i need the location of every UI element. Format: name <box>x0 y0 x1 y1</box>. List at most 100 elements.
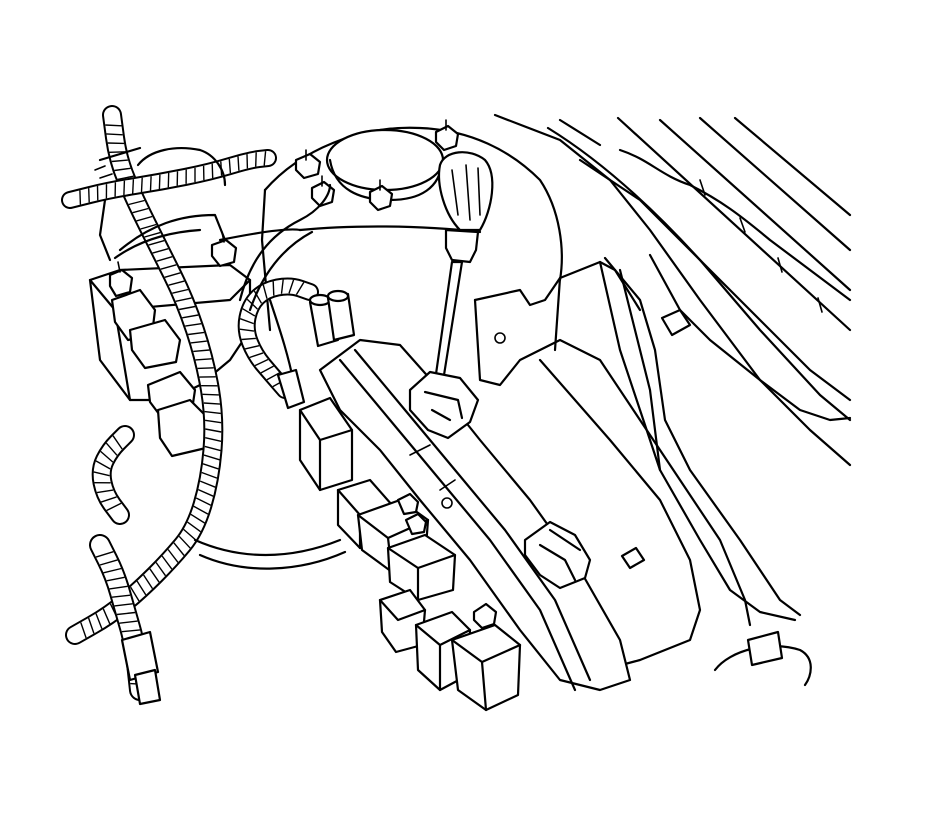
capacitor-2 <box>326 289 356 342</box>
harness-rib <box>193 505 209 515</box>
harness-rib <box>263 151 267 166</box>
harness-rib <box>109 585 128 590</box>
harness-rib <box>95 551 114 558</box>
harness-rib <box>152 248 169 254</box>
harness-rib <box>201 471 218 479</box>
harness-rib <box>105 124 122 127</box>
harness-rib <box>239 328 255 332</box>
harness-rib <box>272 281 275 296</box>
harness-rib <box>100 450 114 463</box>
harness-rib <box>155 562 167 577</box>
harness-rib <box>99 559 118 566</box>
relay-cluster <box>298 396 522 712</box>
lower-hose-coupler <box>120 630 160 682</box>
harness-rib <box>202 463 219 470</box>
harness-rib <box>254 358 269 367</box>
harness-rib <box>178 535 191 549</box>
harness-rib <box>241 337 256 341</box>
harness-rib <box>185 323 202 327</box>
harness-rib <box>156 256 173 262</box>
block-fastener-hole <box>441 497 453 509</box>
harness-rib <box>106 502 122 512</box>
reservoir-cap <box>713 630 812 687</box>
harness-rib <box>168 280 185 286</box>
harness-rib <box>262 284 268 299</box>
harness-rib <box>205 437 222 442</box>
harness-rib <box>106 133 123 136</box>
harness-rib <box>121 629 141 633</box>
harness-rib <box>144 231 161 238</box>
harness-rib <box>123 180 126 196</box>
harness-rib <box>288 279 295 294</box>
harness-rib <box>87 617 95 634</box>
module-connector-2 <box>128 318 182 370</box>
harness-rib <box>211 163 214 179</box>
harness-rib <box>295 282 305 295</box>
harness-rib <box>203 454 220 461</box>
tray-connector <box>523 520 646 590</box>
harness-rib <box>100 496 117 503</box>
harness-rib <box>148 239 165 246</box>
harness-rib <box>183 528 197 541</box>
harness-rib <box>136 580 147 596</box>
harness-rib <box>204 419 222 424</box>
relay-7 <box>450 623 522 712</box>
harness-rib <box>182 314 199 319</box>
relay-studs <box>396 492 428 536</box>
harness-rib <box>204 445 221 452</box>
harness-rib <box>228 158 232 174</box>
harness-rib <box>242 308 256 317</box>
harness-rib <box>164 272 181 278</box>
harness-rib <box>255 152 257 167</box>
fender-panel-lines <box>493 113 852 467</box>
left-lower-harness <box>91 425 135 525</box>
harness-rib <box>204 410 221 415</box>
harness-rib <box>79 190 82 205</box>
screwdriver-handle <box>438 151 494 232</box>
harness-rib <box>96 489 114 494</box>
harness-rib <box>175 297 192 302</box>
harness-rib <box>117 175 134 181</box>
stud-3 <box>368 179 394 212</box>
harness-rib <box>132 179 135 194</box>
inline-capacitors <box>276 289 356 410</box>
harness-rib <box>95 460 111 470</box>
bracket-bolt-hole <box>494 332 506 344</box>
harness-rib <box>195 497 212 506</box>
harness-rib <box>280 279 284 294</box>
harness-rib <box>136 215 153 222</box>
harness-rib <box>160 264 177 270</box>
module-connector-4 <box>156 398 212 458</box>
harness-rib <box>80 622 87 639</box>
harness-rib <box>111 159 128 163</box>
harness-rib <box>128 199 145 206</box>
harness-rib <box>249 352 264 359</box>
harness-rib <box>203 402 221 405</box>
harness-rib <box>239 318 254 325</box>
mounting-bracket <box>473 256 802 670</box>
harness-rib <box>187 521 202 533</box>
harness-rib <box>244 345 260 350</box>
stud-1 <box>294 149 322 180</box>
harness-rib <box>140 177 143 193</box>
harness-rib <box>195 358 212 361</box>
stud-2 <box>310 175 336 208</box>
harness-rib <box>109 151 126 153</box>
electrical-connector <box>408 370 480 440</box>
harness-rib <box>149 176 152 191</box>
lower-hose-end <box>133 668 162 706</box>
harness-rib <box>114 167 131 172</box>
strut-mount-studs <box>294 119 460 212</box>
relay-4 <box>386 533 457 602</box>
harness-rib <box>188 331 205 336</box>
harness-rib <box>132 207 149 214</box>
harness-rib <box>111 594 131 598</box>
harness-rib <box>172 288 189 294</box>
harness-rib <box>202 393 219 396</box>
terminal-post-1 <box>108 261 134 298</box>
relay-1 <box>298 396 354 492</box>
capacitor-3 <box>276 368 306 410</box>
harness-rib <box>88 188 90 203</box>
